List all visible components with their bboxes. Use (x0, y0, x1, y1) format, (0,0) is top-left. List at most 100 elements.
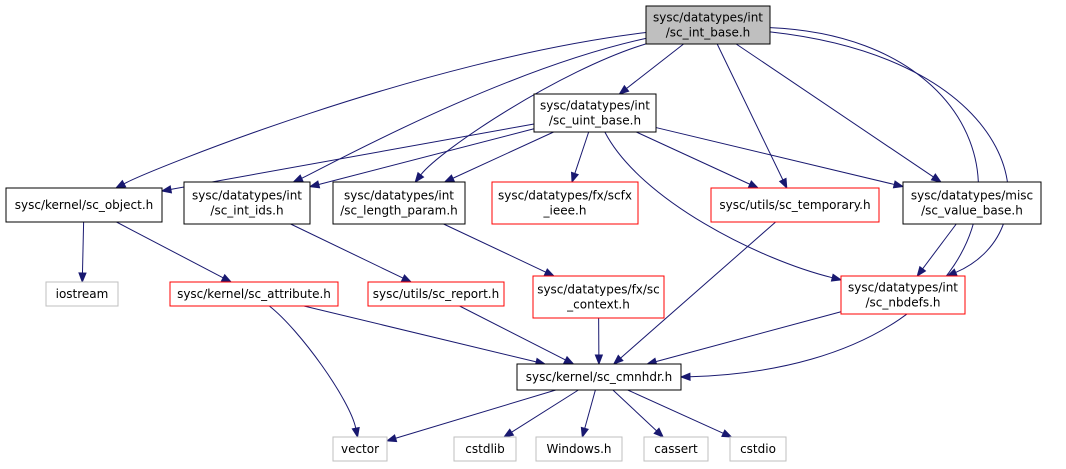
node-box (367, 281, 505, 307)
edge-sc_uint_base-to-sc_length_param (443, 131, 554, 183)
node-sc-cmnhdr[interactable]: sysc/kernel/sc_cmnhdr.h (516, 363, 682, 391)
edge-sc_int_base-to-sc_value_base (735, 43, 942, 183)
edge-arrowhead (830, 273, 843, 282)
edge-arrowhead (543, 268, 556, 277)
edge-line (612, 389, 657, 432)
edge-arrowhead (160, 185, 173, 194)
node-cassert[interactable]: cassert (643, 436, 709, 462)
node-label: sysc/utils/sc_temporary.h (719, 198, 870, 212)
edge-line (655, 311, 842, 363)
edge-line (636, 131, 751, 185)
edge-arrowhead (563, 355, 575, 365)
node-iostream[interactable]: iostream (45, 281, 119, 307)
node-sc-length-param[interactable]: sysc/datatypes/int/sc_length_param.h (332, 181, 466, 225)
node-label: sysc/datatypes/int (848, 281, 958, 295)
node-label: sysc/datatypes/int (192, 189, 302, 203)
node-box (902, 181, 1042, 225)
edge-sc_int_base-to-sc_temporary (716, 43, 788, 190)
edge-arrowhead (778, 177, 788, 190)
edge-line (655, 127, 895, 185)
node-sc-attribute[interactable]: sysc/kernel/sc_attribute.h (169, 281, 339, 307)
edge-line (735, 43, 934, 178)
node-cstdio[interactable]: cstdio (729, 436, 787, 462)
edge-line (574, 131, 590, 174)
edge-line (627, 389, 724, 434)
node-label: /sc_uint_base.h (549, 114, 641, 128)
edge-arrowhead (916, 265, 927, 278)
edge-line (626, 43, 684, 89)
edge-sc_int_base-to-sc_object (114, 32, 647, 189)
node-label: sysc/datatypes/fx/scfx (498, 189, 632, 203)
node-vector[interactable]: vector (332, 436, 388, 462)
node-sc-temporary[interactable]: sysc/utils/sc_temporary.h (710, 187, 880, 223)
node-sc-nbdefs[interactable]: sysc/datatypes/int/sc_nbdefs.h (840, 275, 966, 315)
edge-sc_context-to-sc_cmnhdr (594, 317, 604, 366)
node-label: cassert (654, 442, 698, 456)
edge-arrowhead (580, 426, 589, 439)
edge-line (769, 31, 1009, 273)
node-sc-int-ids[interactable]: sysc/datatypes/int/sc_int_ids.h (183, 181, 311, 225)
edge-sc_uint_base-to-sc_nbdefs (604, 131, 843, 282)
edge-sc_object-to-sc_attribute (116, 221, 233, 283)
edge-sc_nbdefs-to-sc_cmnhdr (645, 311, 842, 366)
node-box (183, 181, 311, 225)
edge-sc_int_base-to-sc_length_param (414, 43, 647, 184)
edge-line (511, 389, 579, 433)
edge-sc_attribute-to-vector (269, 305, 360, 439)
edge-line (716, 43, 784, 181)
node-sc-int-base[interactable]: sysc/datatypes/int/sc_int_base.h (645, 5, 771, 45)
edge-sc_cmnhdr-to-cassert (612, 389, 665, 438)
node-label: vector (341, 442, 379, 456)
node-label: sysc/datatypes/int (344, 189, 454, 203)
edge-line (318, 128, 535, 185)
edge-sc_uint_base-to-sc_int_ids (308, 128, 535, 189)
node-box (45, 281, 119, 307)
edge-sc_int_base-to-sc_uint_base (618, 43, 684, 95)
edge-sc_attribute-to-sc_cmnhdr (303, 305, 547, 366)
edge-sc_cmnhdr-to-cstdio (627, 389, 733, 438)
node-label: _context.h (566, 298, 630, 312)
node-box (491, 181, 639, 225)
edge-line (452, 131, 554, 179)
node-sc-object[interactable]: sysc/kernel/sc_object.h (5, 187, 163, 223)
node-box (710, 187, 880, 223)
node-cstdlib[interactable]: cstdlib (453, 436, 517, 462)
node-box (532, 275, 665, 319)
edge-line (395, 389, 556, 439)
edge-line (584, 389, 596, 429)
node-box (729, 436, 787, 462)
nodes-layer: sysc/datatypes/int/sc_int_base.hsysc/dat… (5, 5, 1042, 462)
node-label: sysc/kernel/sc_cmnhdr.h (526, 370, 672, 384)
node-label: sysc/datatypes/int (653, 11, 763, 25)
edge-sc_uint_base-to-sc_value_base (655, 127, 905, 189)
node-windows-h[interactable]: Windows.h (535, 436, 623, 462)
node-label: /sc_int_ids.h (210, 204, 283, 218)
node-label: Windows.h (547, 442, 612, 456)
edge-arrowhead (414, 171, 425, 184)
node-box (169, 281, 339, 307)
node-sc-uint-base[interactable]: sysc/datatypes/int/sc_uint_base.h (533, 93, 657, 133)
edge-arrowhead (351, 426, 360, 439)
node-box (516, 363, 682, 391)
edge-arrowhead (594, 354, 604, 366)
node-scfx-ieee[interactable]: sysc/datatypes/fx/scfx_ieee.h (491, 181, 639, 225)
node-label: sysc/datatypes/fx/sc (537, 283, 660, 297)
node-sc-report[interactable]: sysc/utils/sc_report.h (367, 281, 505, 307)
edge-line (170, 123, 535, 190)
node-sc-context[interactable]: sysc/datatypes/fx/sc_context.h (532, 275, 665, 319)
edge-line (420, 43, 647, 176)
edge-arrowhead (653, 427, 665, 438)
edge-line (269, 305, 357, 429)
node-label: sysc/kernel/sc_object.h (15, 198, 154, 212)
node-sc-value-base[interactable]: sysc/datatypes/misc/sc_value_base.h (902, 181, 1042, 225)
edge-sc_cmnhdr-to-windows_h (580, 389, 596, 439)
edge-arrowhead (220, 273, 233, 283)
edge-arrowhead (930, 173, 942, 183)
edge-sc_report-to-sc_cmnhdr (459, 305, 575, 365)
edge-line (922, 223, 957, 270)
edge-arrowhead (443, 174, 456, 183)
edge-arrowhead (502, 428, 515, 438)
edge-arrowhead (679, 372, 691, 381)
node-label: _ieee.h (543, 204, 587, 218)
